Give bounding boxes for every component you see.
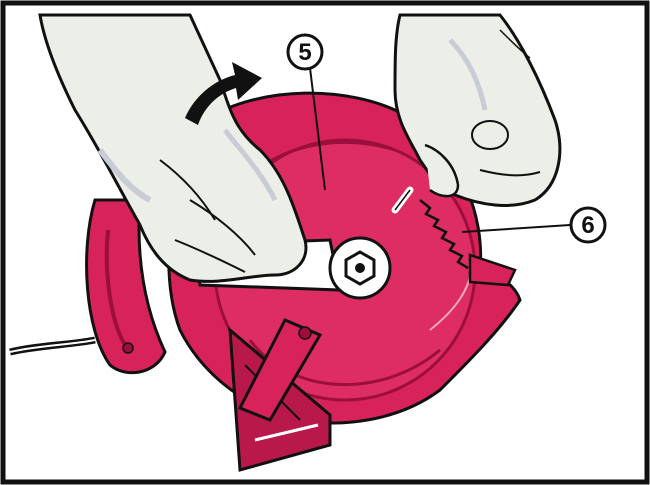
callout-6-label: 6: [581, 212, 594, 239]
callout-5-label: 5: [298, 39, 311, 66]
